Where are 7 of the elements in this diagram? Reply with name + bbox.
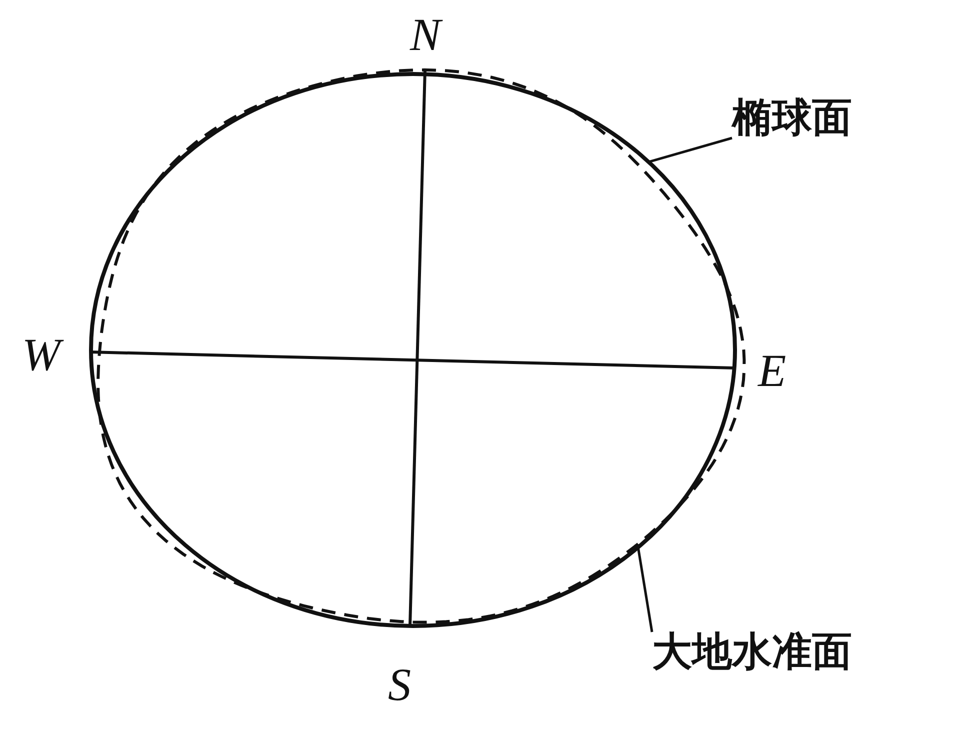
ellipsoid-label: 椭球面 [732,98,852,138]
compass-letter: S [388,662,411,708]
compass-letter: E [758,348,786,394]
geoid-label: 大地水准面 [652,632,852,672]
leader-line [636,544,654,632]
compass-letter: N [410,12,441,58]
leader-line [648,136,732,164]
